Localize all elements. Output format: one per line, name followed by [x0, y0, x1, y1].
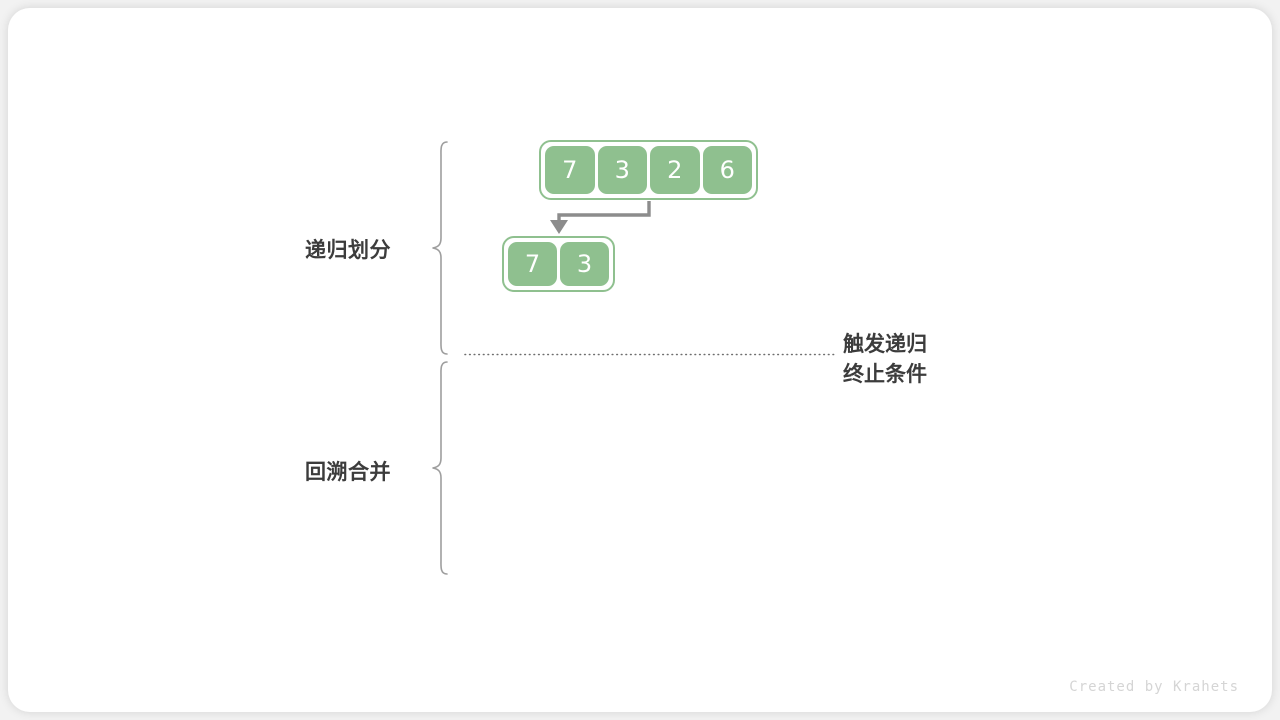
array-original: 7 3 2 6 — [539, 140, 758, 200]
array-left-half: 7 3 — [502, 236, 615, 292]
split-arrow-head — [550, 220, 568, 234]
array-cell: 3 — [560, 242, 609, 286]
brace-merge — [432, 361, 448, 575]
array-cell: 2 — [650, 146, 700, 194]
section-label-merge: 回溯合并 — [305, 460, 391, 484]
credit-text: Created by Krahets — [1069, 679, 1239, 695]
split-arrow — [557, 201, 651, 221]
array-cell: 3 — [597, 146, 647, 194]
section-label-divide: 递归划分 — [305, 238, 391, 262]
annotation-line-1: 触发递归 — [843, 332, 927, 356]
white-card — [8, 8, 1272, 712]
array-cell: 6 — [702, 146, 752, 194]
array-cell: 7 — [545, 146, 595, 194]
array-cell: 7 — [508, 242, 557, 286]
annotation-line-2: 终止条件 — [843, 362, 927, 386]
recursion-base-annotation: 触发递归 终止条件 — [843, 329, 927, 389]
brace-divide — [432, 141, 448, 355]
